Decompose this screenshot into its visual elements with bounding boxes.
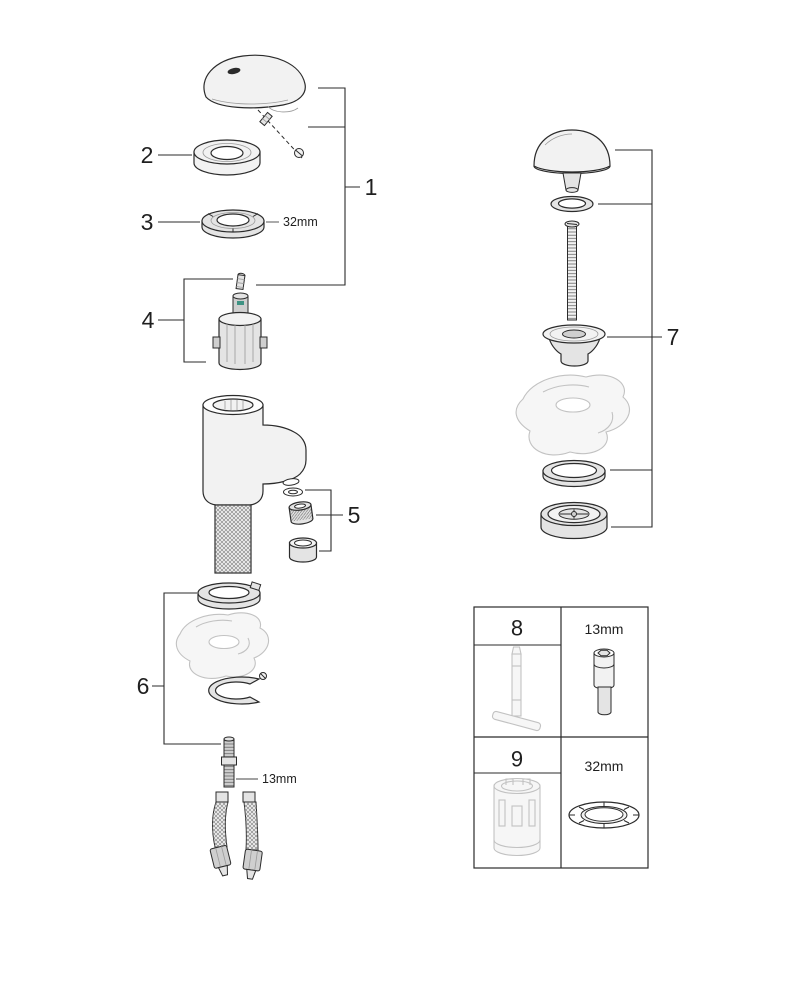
- hose-left-nut: [209, 845, 232, 877]
- cartridge-assembly: [212, 272, 268, 371]
- callout-1: 1: [256, 87, 378, 286]
- mounting-ring: [201, 209, 265, 239]
- tools-table: 8 13mm 9 32mm: [473, 606, 649, 869]
- faucet-body: [202, 394, 307, 574]
- callout-2-label: 2: [141, 142, 154, 168]
- tool-hex-key: [491, 646, 542, 732]
- hose-left: [209, 791, 232, 877]
- aerator-shroud: [288, 537, 318, 563]
- countertop-ghost: [175, 612, 270, 679]
- handle-skirt: [267, 105, 299, 113]
- sealing-washer: [542, 459, 606, 488]
- handle-shading: [211, 98, 289, 105]
- size-annotation-32mm: 32mm: [266, 215, 318, 229]
- faucet-cavity-threads: [224, 400, 244, 410]
- threaded-rod: [564, 220, 580, 321]
- callout-7-label: 7: [667, 324, 680, 350]
- callout-8-label: 8: [511, 616, 523, 641]
- cap-ring: [193, 139, 261, 176]
- hose-right: [242, 791, 263, 880]
- mounting-ring-hole: [216, 213, 250, 227]
- ring-wrench-size-label: 32mm: [585, 758, 624, 774]
- drain-strainer-body: [540, 501, 608, 540]
- cartridge-screw: [235, 272, 246, 291]
- callout-1-label: 1: [365, 174, 378, 200]
- handle-assembly: [203, 54, 306, 113]
- faucet-top-cavity: [212, 398, 254, 412]
- stud-size-annotation: 13mm: [262, 772, 297, 786]
- cartridge-body: [212, 311, 268, 371]
- basin-hole: [555, 397, 591, 413]
- callout-9-label: 9: [511, 747, 523, 772]
- size-annotation-13mm: 13mm: [236, 772, 297, 786]
- mounting-stud: [221, 736, 237, 788]
- tool-cartridge-wrench: [493, 777, 541, 857]
- cartridge-tab-right: [259, 336, 268, 349]
- hose-right-nut: [242, 848, 263, 880]
- ring-size-annotation: 32mm: [283, 215, 318, 229]
- callout-3: 3: [141, 209, 200, 235]
- aerator-washer: [283, 487, 303, 497]
- callout-6: 6: [137, 592, 221, 745]
- callout-5: 5: [305, 489, 361, 552]
- cap-ring-hole: [210, 145, 244, 161]
- hose-right-fitting: [242, 791, 256, 803]
- mounting-horseshoe-bracket: [208, 672, 267, 705]
- callout-5-label: 5: [348, 502, 361, 528]
- aerator-insert: [288, 501, 314, 525]
- handle-slot: [227, 67, 241, 75]
- threaded-shank: [214, 504, 252, 574]
- handle-fixing-screw: [259, 111, 273, 127]
- grub-screw: [294, 148, 304, 158]
- base-gasket: [197, 581, 262, 610]
- callout-2: 2: [141, 142, 192, 168]
- tool-ring-wrench-32mm: [568, 801, 640, 829]
- countertop-hole: [208, 634, 240, 650]
- mounting-hardware: 13mm: [175, 581, 297, 788]
- tool-socket-13mm: [593, 648, 615, 716]
- drain-flange-hole: [562, 329, 586, 339]
- popup-cap: [533, 129, 611, 193]
- handle-lever: [203, 54, 306, 109]
- gasket-tab: [249, 581, 262, 592]
- supply-hoses: [209, 791, 263, 880]
- handle-screw-set: [257, 109, 304, 159]
- hose-left-fitting: [215, 791, 229, 803]
- ring-wrench-notches: [569, 802, 639, 828]
- spout-outlet: [282, 478, 300, 486]
- cartridge-tab-left: [212, 336, 221, 349]
- cartridge-stem-marker: [237, 301, 244, 305]
- basin-ghost: [515, 374, 630, 456]
- drain-washer-top: [550, 195, 594, 213]
- cartridge-stem: [232, 292, 249, 317]
- mounting-ring-notches: [207, 213, 259, 232]
- aerator-assembly: [283, 487, 318, 563]
- callout-7: 7: [598, 149, 680, 528]
- callout-6-label: 6: [137, 673, 150, 699]
- drain-flange: [542, 324, 606, 367]
- cap-ring-step: [202, 143, 252, 162]
- callout-3-label: 3: [141, 209, 154, 235]
- callout-4: 4: [142, 278, 233, 363]
- socket-size-label: 13mm: [585, 621, 624, 637]
- callout-4-label: 4: [142, 307, 155, 333]
- drain-assembly: [515, 129, 630, 540]
